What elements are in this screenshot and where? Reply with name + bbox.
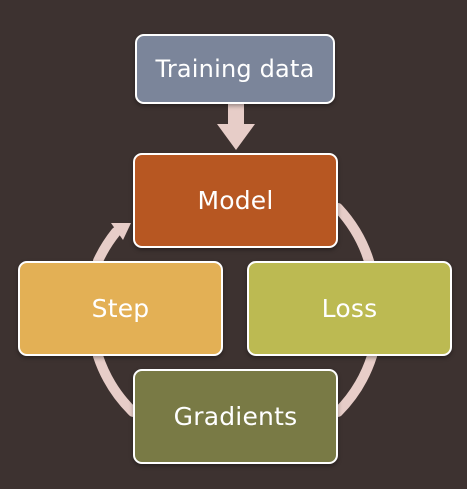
arrow-shaft-training-to-model	[228, 104, 244, 126]
node-step: Step	[18, 261, 223, 356]
node-gradients: Gradients	[133, 369, 338, 464]
node-training-data: Training data	[135, 34, 335, 104]
arc-gradients-to-step	[93, 351, 138, 417]
arrowhead-step-to-model	[111, 223, 131, 240]
arc-step-to-model	[93, 227, 121, 266]
arc-loss-to-gradients	[333, 351, 377, 417]
node-loss: Loss	[247, 261, 452, 356]
arrowhead-training-to-model	[217, 124, 255, 150]
node-loss-label: Loss	[321, 294, 378, 323]
node-step-label: Step	[91, 294, 150, 323]
node-model: Model	[133, 153, 338, 248]
node-training-data-label: Training data	[155, 55, 315, 83]
node-gradients-label: Gradients	[173, 402, 298, 431]
node-model-label: Model	[197, 186, 274, 215]
